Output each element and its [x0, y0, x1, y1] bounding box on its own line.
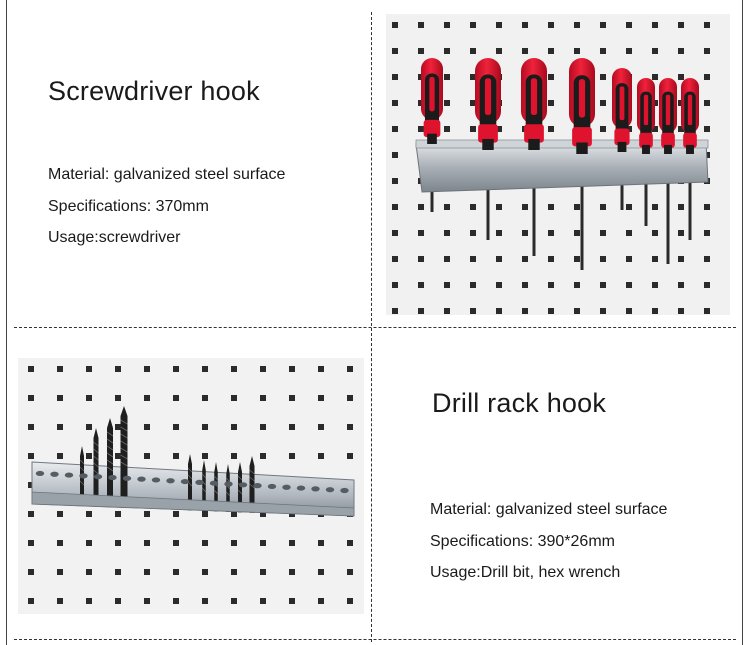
rack-hole: [296, 485, 306, 491]
screwdriver-shaft: [688, 150, 692, 240]
spec-material: Material: galvanized steel surface: [48, 166, 286, 183]
bottom-divider: [14, 639, 736, 640]
rack-hole: [340, 487, 349, 494]
spec-specifications: Specifications: 390*26mm: [430, 533, 615, 550]
screwdriver-rack-photo: [386, 14, 730, 315]
screwdriver-shaft: [486, 146, 490, 240]
screwdriver-shaft: [532, 146, 536, 256]
rack-hole: [311, 486, 320, 492]
screwdriver-shaft: [666, 150, 670, 264]
rack-hole: [224, 481, 233, 487]
rack-hole: [79, 473, 88, 479]
section-title-screwdriver: Screwdriver hook: [48, 76, 260, 106]
rack-hole: [64, 472, 74, 478]
row-divider: [14, 327, 736, 328]
rack-hole: [209, 480, 219, 486]
screwdriver-handle: [521, 58, 547, 150]
drill-bit: [120, 406, 128, 508]
drill-bit: [93, 428, 99, 507]
spec-usage: Usage:screwdriver: [48, 229, 181, 246]
rack-hole: [267, 483, 277, 490]
rack-hole: [195, 479, 204, 485]
rack-hole: [50, 471, 59, 477]
rack-hole: [166, 478, 175, 484]
right-border: [742, 0, 743, 645]
screwdriver-handle: [637, 78, 655, 154]
screwdriver-handle: [681, 78, 699, 154]
left-border: [6, 0, 7, 645]
rack-hole: [180, 478, 190, 485]
drill-bit: [106, 418, 114, 508]
screwdriver-handle: [659, 78, 677, 154]
screwdriver-shaft: [580, 150, 584, 270]
rack-hole: [108, 474, 117, 481]
rack-hole: [282, 484, 291, 490]
rack-hole: [93, 474, 103, 480]
screwdriver-handle: [569, 58, 595, 154]
screwdriver-handle: [475, 58, 501, 150]
spec-material: Material: galvanized steel surface: [430, 501, 668, 518]
drill-bit: [187, 454, 193, 511]
rack-hole: [325, 487, 335, 493]
rack-hole: [35, 470, 45, 477]
spec-specifications: Specifications: 370mm: [48, 198, 209, 215]
rack-hole: [238, 482, 248, 488]
screwdriver-shaft: [644, 150, 648, 226]
spec-usage: Usage:Drill bit, hex wrench: [430, 564, 621, 581]
rack-hole: [137, 476, 146, 482]
section-title-drill: Drill rack hook: [432, 388, 607, 418]
screwdriver-handle: [612, 68, 632, 152]
drill-bit: [249, 456, 255, 513]
screwdriver-handle: [421, 58, 443, 144]
drill-rack-photo: [18, 358, 364, 614]
rack-hole: [151, 477, 161, 483]
rack-hole: [122, 475, 132, 481]
rack-hole: [253, 483, 262, 489]
